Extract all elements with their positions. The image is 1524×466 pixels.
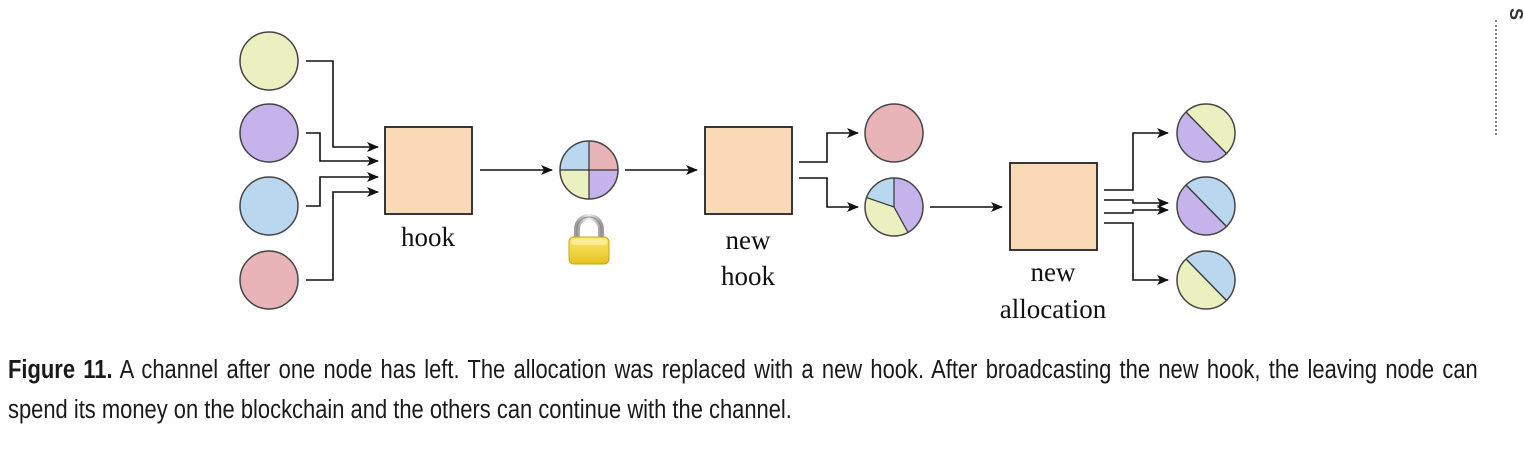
new-allocation-label-line1: new <box>1031 257 1076 287</box>
new-hook-box <box>704 126 793 215</box>
new-hook-label-line1: new <box>726 225 771 255</box>
output-node-blue-purple <box>1176 176 1236 236</box>
input-node-yellow <box>239 31 299 91</box>
remaining-allocation-node <box>864 177 924 237</box>
output-node-blue-yellow <box>1176 250 1236 310</box>
hook-box <box>384 126 473 215</box>
new-hook-connectors <box>799 128 859 212</box>
figure-caption: Figure 11. A channel after one node has … <box>8 350 1478 430</box>
input-connectors <box>306 60 379 281</box>
input-node-red <box>239 250 299 310</box>
new-allocation-connectors <box>1104 128 1169 285</box>
hook-label: hook <box>401 222 456 252</box>
new-hook-label-line2: hook <box>721 261 776 291</box>
caption-text: A channel after one node has left. The a… <box>8 356 1478 424</box>
new-allocation-box <box>1009 162 1098 251</box>
input-node-blue <box>239 176 299 236</box>
input-node-purple <box>239 103 299 163</box>
leaving-node-red <box>864 103 924 163</box>
lock-icon <box>568 214 610 265</box>
new-allocation-label-line2: allocation <box>1000 294 1107 324</box>
figure-number: Figure 11. <box>8 356 113 384</box>
shared-allocation-node <box>559 140 619 200</box>
output-node-yellow-purple <box>1176 103 1236 163</box>
side-margin-text: S <box>1506 8 1524 138</box>
side-margin-label: S <box>1506 8 1524 21</box>
side-margin-rule <box>1495 20 1501 135</box>
